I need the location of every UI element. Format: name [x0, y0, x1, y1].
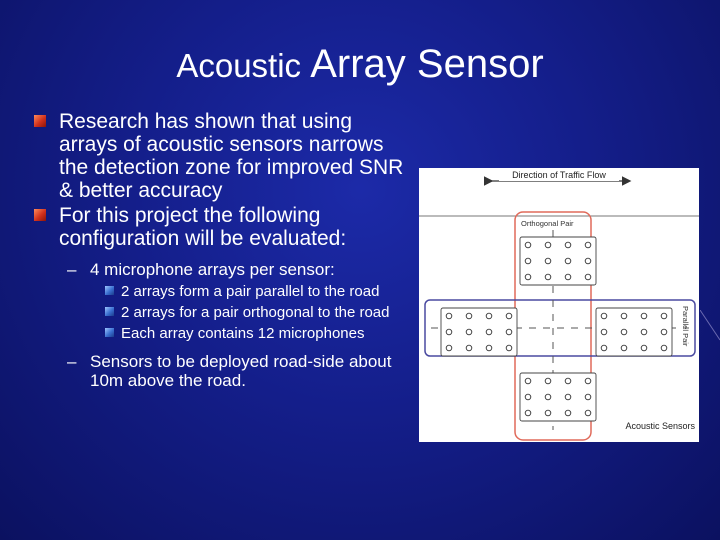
microphone-icon — [584, 273, 592, 281]
microphone-icon — [584, 377, 592, 385]
bullet-list: Research has shown that using arrays of … — [34, 110, 404, 390]
sub-bullet-marker-icon — [105, 307, 114, 316]
orthogonal-pair-label: Orthogonal Pair — [521, 219, 574, 228]
microphone-icon — [544, 409, 552, 417]
diagram-svg: Direction of Traffic Flow Orthogonal Pai… — [419, 169, 699, 441]
microphone-icon — [620, 344, 628, 352]
array-parallel-left — [440, 307, 518, 357]
microphone-icon — [544, 273, 552, 281]
microphone-icon — [584, 257, 592, 265]
bullet-text: Research has shown that using arrays of … — [59, 110, 404, 202]
microphone-icon — [505, 312, 513, 320]
sub-bullet-marker-icon — [105, 286, 114, 295]
microphone-icon — [445, 344, 453, 352]
dash-marker: – — [67, 352, 77, 371]
sub-bullet-deployment: – Sensors to be deployed road-side about… — [34, 352, 404, 390]
bullet-marker-icon — [34, 115, 46, 127]
microphone-icon — [524, 377, 532, 385]
sub-sub-bullet-orthogonal: 2 arrays for a pair orthogonal to the ro… — [34, 304, 404, 321]
dash-marker: – — [67, 260, 77, 279]
sub-sub-bullet-text: 2 arrays form a pair parallel to the roa… — [121, 283, 380, 300]
sub-bullet-marker-icon — [105, 328, 114, 337]
microphone-icon — [640, 344, 648, 352]
microphone-icon — [584, 393, 592, 401]
microphone-icon — [620, 312, 628, 320]
sub-sub-bullet-microphones: Each array contains 12 microphones — [34, 325, 404, 342]
microphone-icon — [564, 393, 572, 401]
microphone-icon — [600, 312, 608, 320]
microphone-icon — [524, 241, 532, 249]
microphone-arrays — [440, 236, 673, 422]
microphone-icon — [564, 377, 572, 385]
microphone-icon — [485, 328, 493, 336]
microphone-icon — [485, 312, 493, 320]
sub-sub-bullet-text: Each array contains 12 microphones — [121, 325, 365, 342]
microphone-icon — [505, 344, 513, 352]
acoustic-array-diagram: Direction of Traffic Flow Orthogonal Pai… — [419, 168, 699, 442]
title-part-1: Acoustic — [176, 47, 311, 84]
parallel-pair-outline — [424, 299, 696, 357]
microphone-icon — [544, 377, 552, 385]
microphone-icon — [620, 328, 628, 336]
microphone-icon — [544, 257, 552, 265]
microphone-icon — [564, 257, 572, 265]
slide-title: Acoustic Array Sensor — [0, 40, 720, 90]
microphone-icon — [544, 241, 552, 249]
array-orthogonal-bottom — [519, 372, 597, 422]
bullet-marker-icon — [34, 209, 46, 221]
microphone-icon — [505, 328, 513, 336]
bullet-item-research: Research has shown that using arrays of … — [34, 110, 404, 202]
microphone-icon — [564, 409, 572, 417]
microphone-icon — [660, 328, 668, 336]
title-part-2: Array Sensor — [310, 42, 544, 86]
microphone-icon — [564, 273, 572, 281]
decor-line — [700, 310, 720, 341]
microphone-icon — [524, 393, 532, 401]
microphone-icon — [524, 409, 532, 417]
corner-decoration — [700, 310, 720, 341]
microphone-icon — [564, 241, 572, 249]
microphone-icon — [584, 409, 592, 417]
sub-sub-bullet-text: 2 arrays for a pair orthogonal to the ro… — [121, 304, 390, 321]
bullet-item-project: For this project the following configura… — [34, 204, 404, 250]
microphone-icon — [465, 344, 473, 352]
bullet-text: For this project the following configura… — [59, 204, 347, 250]
sub-bullet-arrays: – 4 microphone arrays per sensor: — [34, 260, 404, 279]
microphone-icon — [465, 312, 473, 320]
microphone-icon — [465, 328, 473, 336]
sub-bullet-text: 4 microphone arrays per sensor: — [90, 260, 335, 279]
microphone-icon — [640, 328, 648, 336]
microphone-icon — [445, 312, 453, 320]
microphone-icon — [660, 344, 668, 352]
microphone-icon — [524, 273, 532, 281]
microphone-icon — [600, 344, 608, 352]
array-parallel-right — [595, 307, 673, 357]
microphone-icon — [445, 328, 453, 336]
microphone-icon — [600, 328, 608, 336]
microphone-icon — [485, 344, 493, 352]
array-orthogonal-top — [519, 236, 597, 286]
microphone-icon — [660, 312, 668, 320]
acoustic-sensors-label: Acoustic Sensors — [625, 421, 695, 431]
traffic-flow-label: Direction of Traffic Flow — [512, 170, 606, 180]
microphone-icon — [640, 312, 648, 320]
microphone-icon — [584, 241, 592, 249]
microphone-icon — [524, 257, 532, 265]
microphone-icon — [544, 393, 552, 401]
parallel-pair-label: Parallel Pair — [681, 306, 690, 347]
sub-sub-bullet-parallel: 2 arrays form a pair parallel to the roa… — [34, 283, 404, 300]
sub-bullet-text: Sensors to be deployed road-side about 1… — [90, 352, 392, 390]
